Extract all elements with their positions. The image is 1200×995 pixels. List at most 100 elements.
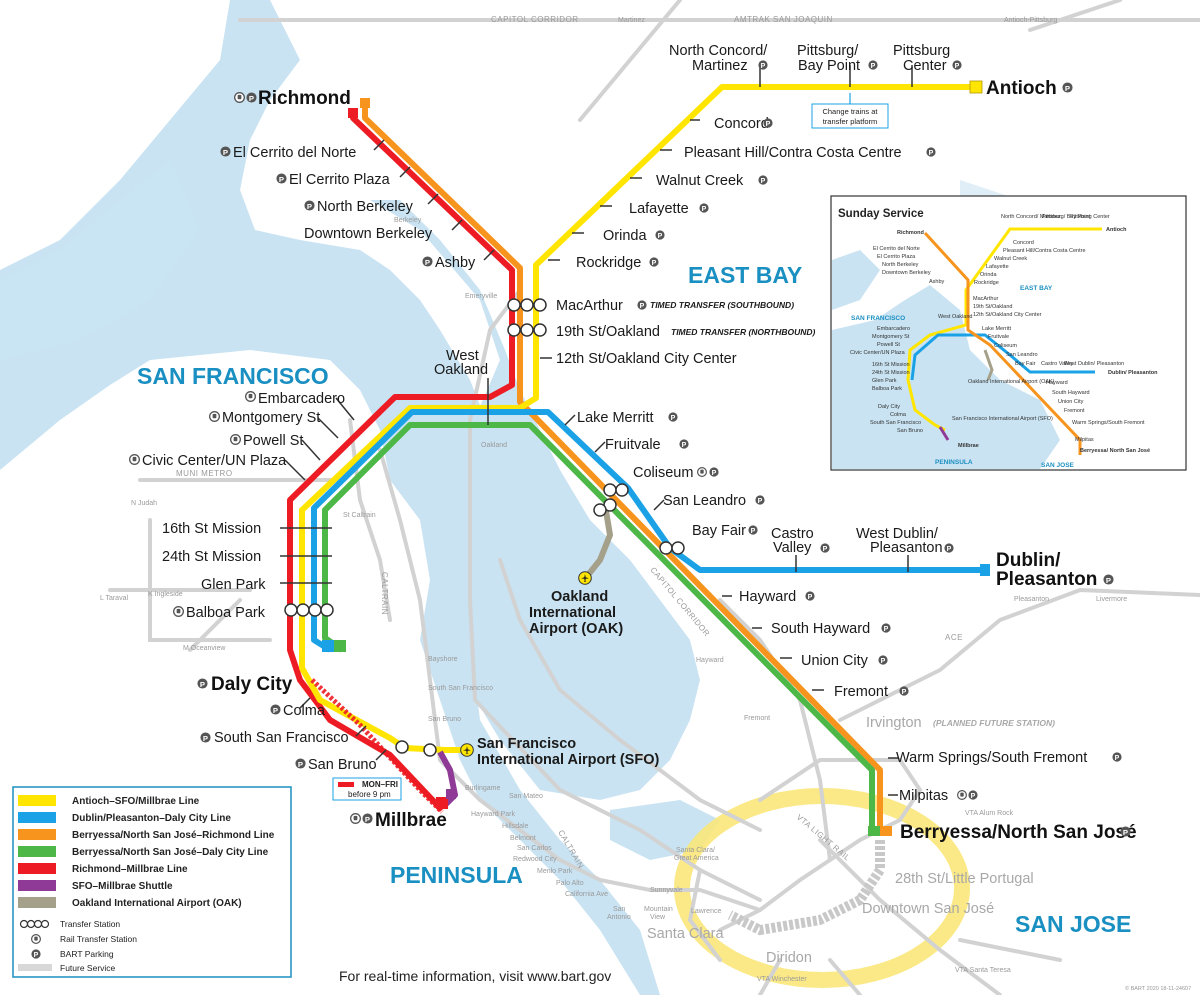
inset-pleasant-hill: Pleasant Hill/Contra Costa Centre <box>1003 248 1086 254</box>
station-12th-st[interactable]: 12th St/Oakland City Center <box>556 351 737 367</box>
station-hayward[interactable]: Hayward <box>739 589 796 605</box>
station-west-dublin-l1[interactable]: West Dublin/ <box>856 526 939 542</box>
station-balboa-park[interactable]: Balboa Park <box>186 605 266 621</box>
station-oak-l1[interactable]: Oakland <box>551 589 608 605</box>
station-fremont[interactable]: Fremont <box>834 684 888 700</box>
legend-line-label: Oakland International Airport (OAK) <box>72 898 242 909</box>
station-powell[interactable]: Powell St <box>243 433 303 449</box>
station-oak-l3[interactable]: Airport (OAK) <box>529 621 623 637</box>
legend-line-label: Berryessa/North San José–Daly City Line <box>72 847 269 858</box>
bart-lines <box>287 84 985 834</box>
station-montgomery[interactable]: Montgomery St <box>222 410 320 426</box>
inset-north-berkeley: North Berkeley <box>882 262 919 268</box>
future-little-portugal[interactable]: 28th St/Little Portugal <box>895 871 1034 887</box>
station-lafayette[interactable]: Lafayette <box>629 201 689 217</box>
emeryville-label: Emeryville <box>465 293 497 300</box>
station-glen-park[interactable]: Glen Park <box>201 577 266 593</box>
inset-milpitas: Milpitas <box>1075 437 1094 443</box>
future-downtown-sj[interactable]: Downtown San José <box>862 901 994 917</box>
station-lake-merritt[interactable]: Lake Merritt <box>577 410 654 426</box>
station-orinda[interactable]: Orinda <box>603 228 647 244</box>
station-coliseum[interactable]: Coliseum <box>633 465 693 481</box>
future-diridon[interactable]: Diridon <box>766 950 812 966</box>
inset-richmond: Richmond <box>897 230 924 236</box>
station-daly-city[interactable]: Daly City <box>211 674 293 695</box>
station-concord[interactable]: Concord <box>714 116 769 132</box>
station-richmond[interactable]: Richmond <box>258 88 351 109</box>
legend-line-label: SFO–Millbrae Shuttle <box>72 881 173 892</box>
station-el-cerrito-del-norte[interactable]: El Cerrito del Norte <box>233 145 356 161</box>
station-16th-st[interactable]: 16th St Mission <box>162 521 261 537</box>
station-san-leandro[interactable]: San Leandro <box>663 493 746 509</box>
station-berryessa[interactable]: Berryessa/North San José <box>900 822 1137 843</box>
future-santa-clara[interactable]: Santa Clara <box>647 926 725 942</box>
inset-concord: Concord <box>1013 240 1034 246</box>
station-pittsburg-center-l2[interactable]: Center <box>903 58 947 74</box>
inset-civic-center: Civic Center/UN Plaza <box>850 350 906 356</box>
station-antioch[interactable]: Antioch <box>986 78 1057 99</box>
inset-fruitvale: Fruitvale <box>988 334 1009 340</box>
station-sfo-l2[interactable]: International Airport (SFO) <box>477 752 659 768</box>
inset-coliseum: Coliseum <box>994 343 1017 349</box>
hayward-park-label: Hayward Park <box>471 811 515 818</box>
station-north-berkeley[interactable]: North Berkeley <box>317 199 414 215</box>
station-el-cerrito-plaza[interactable]: El Cerrito Plaza <box>289 172 391 188</box>
station-walnut-creek[interactable]: Walnut Creek <box>656 173 744 189</box>
station-embarcadero[interactable]: Embarcadero <box>258 391 345 407</box>
station-warm-springs[interactable]: Warm Springs/South Fremont <box>896 750 1087 766</box>
station-sfo-l1[interactable]: San Francisco <box>477 736 576 752</box>
inset-glen-park: Glen Park <box>872 378 897 384</box>
station-rockridge[interactable]: Rockridge <box>576 255 641 271</box>
station-dublin-l2[interactable]: Pleasanton <box>996 569 1097 590</box>
station-west-dublin-l2[interactable]: Pleasanton <box>870 540 943 556</box>
station-24th-st[interactable]: 24th St Mission <box>162 549 261 565</box>
mountain-view-label-1: Mountain <box>644 906 673 913</box>
station-19th-st[interactable]: 19th St/Oakland <box>556 324 660 340</box>
station-bay-fair[interactable]: Bay Fair <box>692 523 746 539</box>
station-macarthur[interactable]: MacArthur <box>556 298 623 314</box>
airport-icon <box>460 743 474 757</box>
station-pleasant-hill[interactable]: Pleasant Hill/Contra Costa Centre <box>684 145 902 161</box>
station-colma[interactable]: Colma <box>283 703 326 719</box>
station-north-concord-l1[interactable]: North Concord/ <box>669 43 768 59</box>
station-south-sf[interactable]: South San Francisco <box>214 730 349 746</box>
station-ashby[interactable]: Ashby <box>435 255 476 271</box>
inset-sfo: San Francisco International Airport (SFO… <box>952 416 1053 422</box>
legend-line-label: Dublin/Pleasanton–Daly City Line <box>72 813 231 824</box>
station-west-oakland-l1[interactable]: West <box>446 348 479 364</box>
martinez-label: Martinez <box>618 17 645 24</box>
san-antonio-label-2: Antonio <box>607 914 631 921</box>
caltrain-label: CALTRAIN <box>380 572 389 615</box>
station-fruitvale[interactable]: Fruitvale <box>605 437 661 453</box>
station-civic-center[interactable]: Civic Center/UN Plaza <box>142 453 287 469</box>
station-south-hayward[interactable]: South Hayward <box>771 621 870 637</box>
legend-swatch <box>18 846 56 857</box>
station-pittsburg-bp-l1[interactable]: Pittsburg/ <box>797 43 859 59</box>
station-downtown-berkeley[interactable]: Downtown Berkeley <box>304 226 433 242</box>
station-dublin-l1[interactable]: Dublin/ <box>996 550 1061 571</box>
station-pittsburg-center-l1[interactable]: Pittsburg <box>893 43 950 59</box>
macarthur-transfer-note: TIMED TRANSFER (SOUTHBOUND) <box>650 300 794 310</box>
station-milpitas[interactable]: Milpitas <box>899 788 948 804</box>
legend-swatch <box>18 795 56 806</box>
station-north-concord-l2[interactable]: Martinez <box>692 58 748 74</box>
n-judah-label: N Judah <box>131 500 157 507</box>
belmont-label: Belmont <box>510 835 536 842</box>
station-pittsburg-bp-l2[interactable]: Bay Point <box>798 58 860 74</box>
inset-title: Sunday Service <box>838 208 924 220</box>
station-castro-valley-l2[interactable]: Valley <box>773 540 812 556</box>
station-union-city[interactable]: Union City <box>801 653 869 669</box>
station-oak-l2[interactable]: International <box>529 605 616 621</box>
inset-macarthur: MacArthur <box>973 296 999 302</box>
station-west-oakland-l2[interactable]: Oakland <box>434 362 488 378</box>
transfer-stations <box>284 298 685 757</box>
inset-south-sf: South San Francisco <box>870 420 921 426</box>
station-millbrae[interactable]: Millbrae <box>375 810 447 831</box>
station-irvington[interactable]: Irvington <box>866 715 922 731</box>
inset-east-bay: EAST BAY <box>1020 285 1053 292</box>
airport-icon <box>578 571 592 585</box>
inset-embarcadero: Embarcadero <box>877 326 910 332</box>
station-san-bruno[interactable]: San Bruno <box>308 757 377 773</box>
station-castro-valley-l1[interactable]: Castro <box>771 526 814 542</box>
